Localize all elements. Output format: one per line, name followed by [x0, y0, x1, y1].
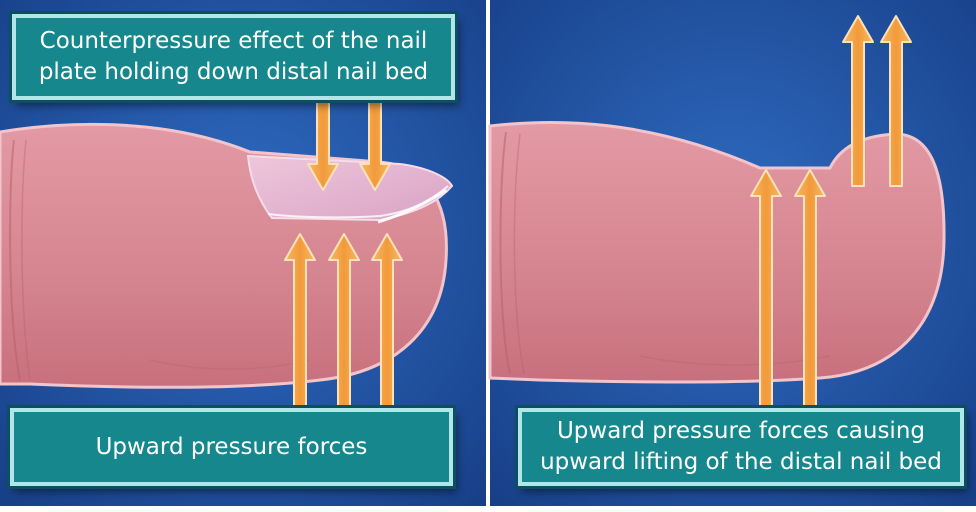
arrow-up-icon	[880, 15, 912, 187]
right-finger	[488, 120, 946, 384]
arrow-up-icon	[328, 233, 360, 407]
upward-pressure-label-text: Upward pressure forces	[95, 433, 368, 460]
arrow-up-icon	[371, 233, 403, 407]
upward-lifting-label: Upward pressure forces causing upward li…	[518, 408, 964, 486]
upward-lifting-label-text: Upward pressure forces causing upward li…	[540, 418, 942, 475]
left-nail-plate	[246, 154, 454, 224]
force-arrows	[284, 15, 912, 407]
arrow-up-icon	[284, 233, 316, 407]
arrow-up-icon	[794, 169, 826, 407]
arrow-up-icon	[750, 169, 782, 407]
panel-divider	[486, 0, 490, 512]
upward-pressure-label: Upward pressure forces	[10, 408, 453, 486]
arrow-down-icon	[359, 99, 391, 191]
arrow-up-icon	[842, 15, 874, 187]
bottom-border	[0, 506, 976, 512]
counterpressure-label: Counterpressure effect of the nail plate…	[12, 14, 455, 100]
counterpressure-label-text: Counterpressure effect of the nail plate…	[38, 28, 429, 85]
arrow-down-icon	[307, 99, 339, 191]
